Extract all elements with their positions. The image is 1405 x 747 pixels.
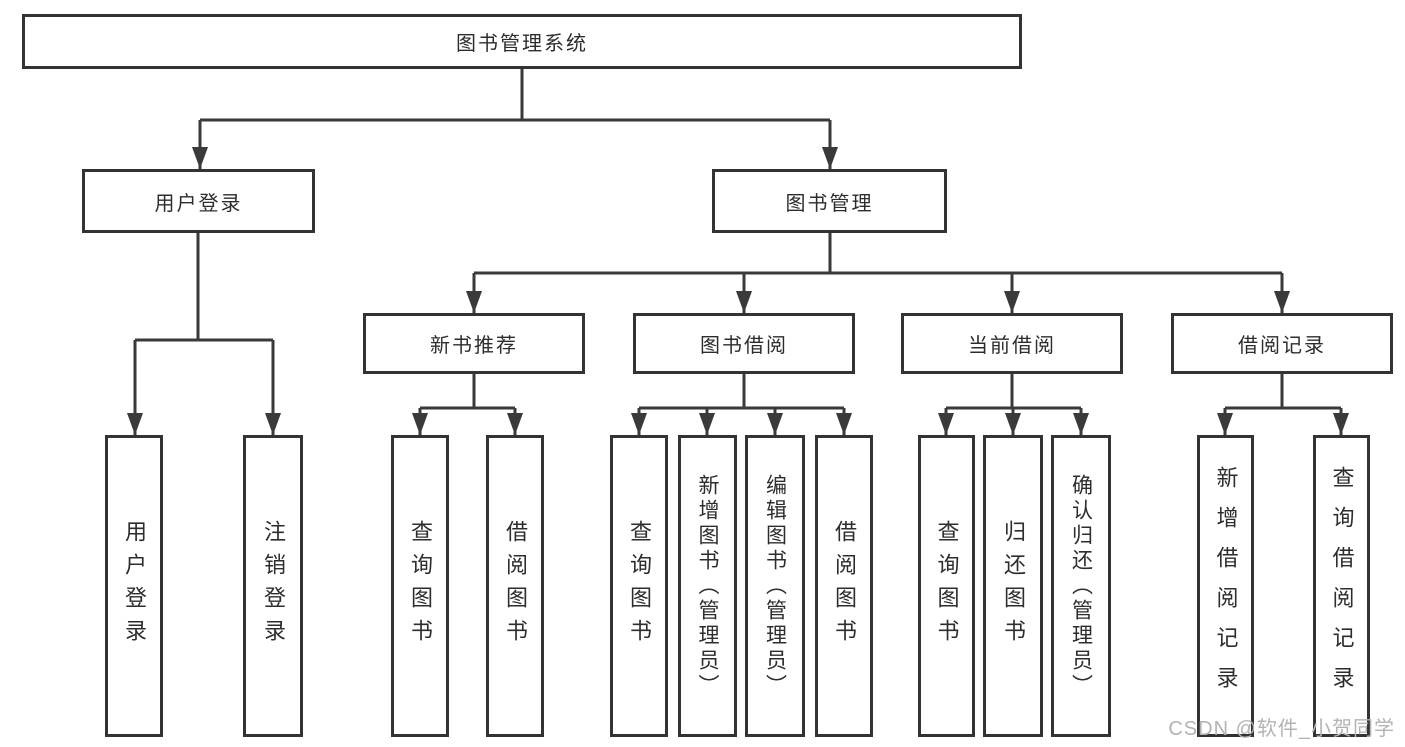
- leaf-bb-add-books-admin-label: 新增图书（管理员）: [696, 473, 719, 699]
- node-root: 图书管理系统: [22, 14, 1022, 69]
- node-user-login: 用户登录: [82, 169, 315, 233]
- leaf-cb-return-books-label: 归还图书: [1001, 520, 1026, 652]
- watermark: CSDN @软件_小贺同学: [1168, 718, 1395, 740]
- node-book-borrowing: 图书借阅: [633, 313, 855, 374]
- leaf-br-add-record-label: 新增借阅记录: [1213, 466, 1239, 706]
- leaf-bb-borrow-books-label: 借阅图书: [832, 520, 857, 652]
- leaf-cb-return-books: 归还图书: [983, 435, 1043, 737]
- leaf-cb-query-books-label: 查询图书: [934, 520, 960, 652]
- leaf-br-query-record: 查询借阅记录: [1313, 435, 1370, 737]
- node-borrowing-records-label: 借阅记录: [1238, 335, 1326, 357]
- node-root-label: 图书管理系统: [456, 33, 588, 55]
- node-book-management: 图书管理: [712, 169, 947, 233]
- leaf-bb-add-books-admin: 新增图书（管理员）: [678, 435, 737, 737]
- node-new-book-recommend: 新书推荐: [363, 313, 585, 374]
- leaf-cb-confirm-return-admin: 确认归还（管理员）: [1051, 435, 1111, 737]
- node-book-management-label: 图书管理: [785, 192, 874, 215]
- leaf-br-add-record: 新增借阅记录: [1197, 435, 1254, 737]
- node-book-borrowing-label: 图书借阅: [700, 335, 788, 357]
- node-borrowing-records: 借阅记录: [1171, 313, 1393, 374]
- leaf-user-login: 用户登录: [105, 435, 163, 737]
- leaf-cb-query-books: 查询图书: [918, 435, 975, 737]
- node-current-borrowing: 当前借阅: [901, 313, 1123, 374]
- node-new-book-recommend-label: 新书推荐: [430, 335, 518, 357]
- leaf-bb-query-books: 查询图书: [610, 435, 668, 737]
- leaf-user-login-label: 用户登录: [122, 520, 147, 652]
- leaf-nb-query-books-label: 查询图书: [408, 520, 433, 652]
- leaf-bb-edit-books-admin: 编辑图书（管理员）: [745, 435, 805, 737]
- leaf-bb-edit-books-admin-label: 编辑图书（管理员）: [763, 473, 787, 699]
- leaf-nb-borrow-books: 借阅图书: [486, 435, 544, 737]
- leaf-logout-login-label: 注销登录: [261, 520, 286, 652]
- node-user-login-label: 用户登录: [154, 192, 243, 215]
- leaf-nb-query-books: 查询图书: [391, 435, 449, 737]
- node-current-borrowing-label: 当前借阅: [968, 335, 1056, 357]
- leaf-br-query-record-label: 查询借阅记录: [1329, 466, 1355, 706]
- leaf-logout-login: 注销登录: [243, 435, 303, 737]
- leaf-nb-borrow-books-label: 借阅图书: [503, 520, 528, 652]
- leaf-bb-borrow-books: 借阅图书: [815, 435, 873, 737]
- leaf-bb-query-books-label: 查询图书: [627, 520, 652, 652]
- leaf-cb-confirm-return-admin-label: 确认归还（管理员）: [1069, 473, 1093, 699]
